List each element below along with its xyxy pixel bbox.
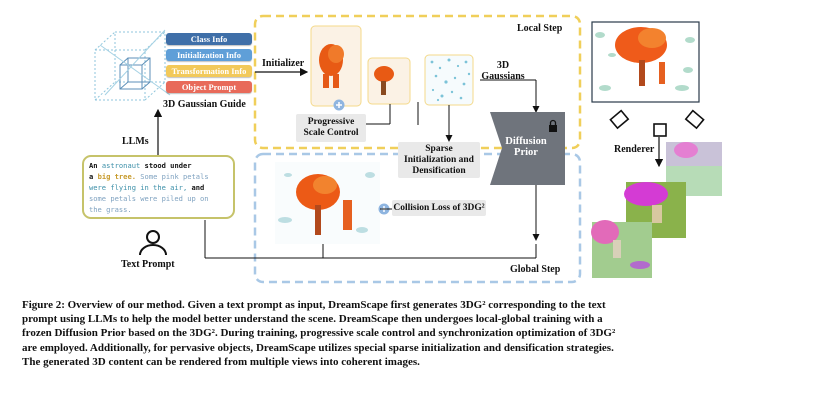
prompt-token: some petals were piled up on bbox=[89, 194, 209, 203]
prompt-token: stood under bbox=[144, 161, 192, 170]
caption-line: are employed. Additionally, for pervasiv… bbox=[22, 341, 614, 354]
sparse-init-box: Sparse Initialization and Densification bbox=[398, 142, 480, 178]
guide-title: 3D Gaussian Guide bbox=[163, 99, 246, 110]
text-prompt-label: Text Prompt bbox=[121, 259, 175, 270]
llms-label: LLMs bbox=[122, 136, 149, 147]
prompt-token: Some pink petals bbox=[140, 172, 209, 181]
camera-icon bbox=[609, 109, 705, 137]
progressive-scale-control-box: Progressive Scale Control bbox=[296, 114, 366, 142]
prompt-token: the grass. bbox=[89, 205, 132, 214]
prompt-token: a bbox=[89, 172, 94, 181]
renderer-label: Renderer bbox=[614, 144, 655, 155]
local-step-label: Local Step bbox=[517, 23, 563, 34]
pill-transformation-info: Transformation Info bbox=[166, 65, 252, 77]
user-icon bbox=[139, 230, 167, 256]
pill-object-prompt: Object Prompt bbox=[166, 81, 252, 93]
caption-line: frozen Diffusion Prior based on the 3DG²… bbox=[22, 327, 616, 340]
global-render-scene bbox=[275, 162, 380, 244]
lock-icon bbox=[549, 119, 557, 132]
collision-loss-box: Collision Loss of 3DG² bbox=[392, 200, 486, 216]
plus-icon bbox=[336, 102, 342, 108]
global-step-region bbox=[253, 152, 582, 284]
figure-caption: Figure 2: Overview of our method. Given … bbox=[22, 298, 794, 369]
local-render-small bbox=[367, 57, 411, 105]
diffusion-prior-block bbox=[490, 112, 565, 185]
prompt-token: An bbox=[89, 161, 98, 170]
pill-initialization-info: Initialization Info bbox=[166, 49, 252, 61]
prompt-token: were flying in the air, bbox=[89, 183, 188, 192]
initializer-label: Initializer bbox=[262, 58, 305, 69]
pill-class-info: Class Info bbox=[166, 33, 252, 45]
guide-cube-icon bbox=[94, 29, 171, 101]
global-render-top bbox=[591, 21, 700, 103]
caption-line: Figure 2: Overview of our method. Given … bbox=[22, 299, 606, 311]
diffusion-prior-label: Diffusion Prior bbox=[505, 136, 547, 158]
prompt-token: astronaut bbox=[101, 161, 141, 170]
prompt-token: big tree. bbox=[97, 172, 136, 181]
rendered-views-stack bbox=[591, 142, 722, 278]
local-gaussian-cloud bbox=[424, 54, 474, 106]
caption-line: The generated 3D content can be rendered… bbox=[22, 355, 420, 368]
prompt-token: and bbox=[191, 183, 205, 192]
local-render-large bbox=[310, 25, 362, 107]
text-prompt-box: An astronaut stood under a big tree. Som… bbox=[82, 155, 235, 219]
global-step-label: Global Step bbox=[510, 264, 561, 275]
diagram-canvas bbox=[94, 14, 722, 284]
caption-line: prompt using LLMs to help the model bett… bbox=[22, 313, 603, 326]
gaussians-label: 3D Gaussians bbox=[481, 60, 525, 82]
